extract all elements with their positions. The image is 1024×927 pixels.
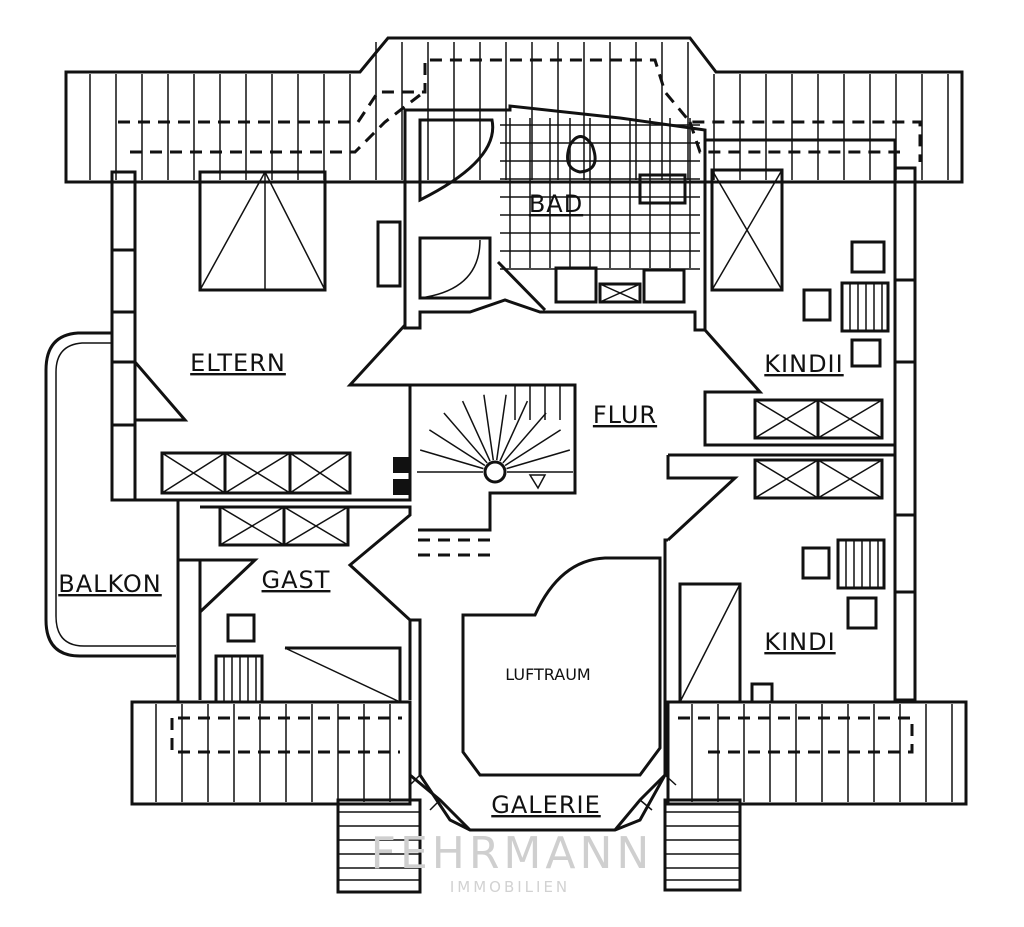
bad-room <box>403 104 707 332</box>
watermark-sub: IMMOBILIEN <box>450 878 570 896</box>
kind2-room <box>703 138 897 447</box>
label-kind2: KINDII <box>764 350 843 378</box>
label-luftraum: LUFTRAUM <box>505 665 590 684</box>
eltern-room <box>133 170 412 502</box>
label-kind1: KINDI <box>764 628 835 656</box>
label-galerie: GALERIE <box>491 791 600 819</box>
outer-walls <box>110 166 917 702</box>
dormer-steps <box>336 798 742 894</box>
room-labels: ELTERN BAD KINDII FLUR GAST BALKON LUFTR… <box>58 190 843 819</box>
label-gast: GAST <box>262 566 331 594</box>
label-flur: FLUR <box>593 401 657 429</box>
roof-bottom <box>130 700 968 806</box>
label-eltern: ELTERN <box>190 349 286 377</box>
watermark-brand: FEHRMANN <box>371 828 654 879</box>
label-balkon: BALKON <box>58 570 162 598</box>
kind1-room <box>666 453 897 704</box>
gast-room <box>198 505 412 704</box>
balkon <box>44 331 176 658</box>
roof-top <box>64 36 964 184</box>
watermark-logo: FEHRMANN IMMOBILIEN <box>371 828 654 896</box>
stair <box>393 383 577 557</box>
label-bad: BAD <box>529 190 583 218</box>
galerie <box>409 538 677 832</box>
